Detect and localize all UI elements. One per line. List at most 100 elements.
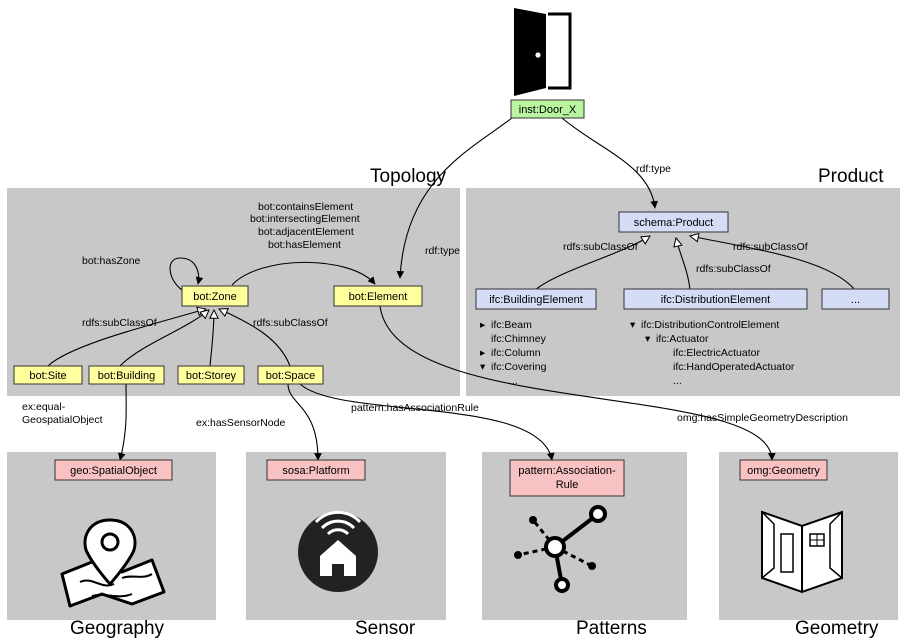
- edge-label-intersecting-element: bot:intersectingElement: [250, 213, 360, 225]
- section-title-geography: Geography: [70, 618, 165, 639]
- edge-label-rdf-type-element: rdf:type: [425, 245, 460, 257]
- svg-text:...: ...: [509, 375, 518, 387]
- svg-text:ifc:HandOperatedActuator: ifc:HandOperatedActuator: [673, 361, 795, 373]
- room-icon: [761, 510, 843, 594]
- tree-item[interactable]: ...: [509, 375, 518, 387]
- node-product[interactable]: schema:Product: [618, 211, 729, 233]
- node-distribution-element-label: ifc:DistributionElement: [661, 294, 770, 306]
- svg-text:▾: ▾: [645, 333, 651, 345]
- svg-text:ifc:ElectricActuator: ifc:ElectricActuator: [673, 347, 760, 359]
- section-title-topology: Topology: [370, 166, 447, 187]
- node-building[interactable]: bot:Building: [88, 365, 165, 385]
- edge-building-subclass: [119, 310, 209, 367]
- svg-text:▸: ▸: [480, 319, 486, 331]
- edge-label-contains-element: bot:containsElement: [258, 201, 353, 213]
- node-distribution-element[interactable]: ifc:DistributionElement: [623, 288, 808, 310]
- tree-item[interactable]: ▾ ifc:Covering: [480, 361, 547, 373]
- edge-label-has-sensor-node: ex:hasSensorNode: [196, 417, 285, 429]
- node-geometry[interactable]: omg:Geometry: [739, 459, 828, 481]
- edge-label-has-zone: bot:hasZone: [82, 255, 141, 267]
- edge-label-subclass-product-left: rdfs:subClassOf: [563, 241, 638, 253]
- edge-has-association-rule: [299, 383, 555, 461]
- node-spatial-object[interactable]: geo:SpatialObject: [54, 459, 173, 481]
- svg-text:...: ...: [673, 375, 682, 387]
- tree-item[interactable]: ifc:ElectricActuator: [673, 347, 760, 359]
- node-more[interactable]: ...: [821, 288, 890, 310]
- edge-label-adjacent-element: bot:adjacentElement: [258, 226, 354, 238]
- section-title-sensor: Sensor: [355, 618, 416, 639]
- svg-text:▾: ▾: [630, 319, 636, 331]
- svg-text:ifc:Covering: ifc:Covering: [491, 361, 547, 373]
- svg-text:ifc:Beam: ifc:Beam: [491, 319, 532, 331]
- svg-text:ifc:DistributionControlElement: ifc:DistributionControlElement: [641, 319, 779, 331]
- tree-item[interactable]: ▸ ifc:Column: [480, 347, 541, 359]
- svg-text:▸: ▸: [480, 347, 486, 359]
- tree-item[interactable]: ifc:Chimney: [491, 333, 547, 345]
- tree-item[interactable]: ifc:HandOperatedActuator: [673, 361, 795, 373]
- map-pin-icon: [60, 518, 166, 608]
- node-element-label: bot:Element: [349, 291, 408, 303]
- edge-storey-subclass: [210, 310, 214, 367]
- edge-distribution-subclass: [676, 238, 691, 291]
- edge-label-rdf-type-product: rdf:type: [636, 163, 671, 175]
- edge-has-sensor-node: [287, 383, 322, 461]
- tree-item[interactable]: ...: [673, 375, 682, 387]
- node-storey[interactable]: bot:Storey: [177, 365, 245, 385]
- door-icon: [514, 8, 572, 96]
- svg-text:▾: ▾: [480, 361, 486, 373]
- edge-zone-element: [231, 261, 376, 286]
- node-zone-label: bot:Zone: [193, 291, 236, 303]
- node-space-label: bot:Space: [266, 370, 316, 382]
- edge-more-subclass: [690, 236, 856, 291]
- node-site[interactable]: bot:Site: [13, 365, 83, 385]
- edge-door-product: [561, 117, 659, 209]
- node-building-element-label: ifc:BuildingElement: [489, 294, 583, 306]
- section-title-patterns: Patterns: [576, 618, 647, 639]
- node-association-rule[interactable]: pattern:Association- Rule: [509, 459, 625, 497]
- node-association-rule-label-1: pattern:Association-: [518, 465, 616, 477]
- edge-label-has-simple-geometry: omg:hasSimpleGeometryDescription: [677, 412, 848, 424]
- edge-label-equal-geospatial-2: GeospatialObject: [22, 414, 103, 426]
- node-more-label: ...: [851, 294, 860, 306]
- node-platform[interactable]: sosa:Platform: [266, 459, 366, 481]
- node-element[interactable]: bot:Element: [333, 285, 423, 307]
- svg-text:ifc:Column: ifc:Column: [491, 347, 541, 359]
- edge-has-simple-geometry: [379, 305, 776, 461]
- node-storey-label: bot:Storey: [186, 370, 237, 382]
- edge-space-subclass: [219, 309, 291, 367]
- edge-site-subclass: [47, 309, 206, 367]
- edge-label-subclass-product-mid: rdfs:subClassOf: [696, 263, 771, 275]
- edge-equal-geospatial: [118, 383, 127, 461]
- tree-item[interactable]: ▾ ifc:DistributionControlElement: [630, 319, 779, 331]
- node-geometry-label: omg:Geometry: [747, 465, 820, 477]
- edge-label-has-association-rule: pattern:hasAssociationRule: [351, 402, 479, 414]
- section-title-product: Product: [818, 166, 884, 187]
- tree-item[interactable]: ▾ ifc:Actuator: [645, 333, 709, 345]
- smart-home-icon: [298, 510, 378, 592]
- node-product-label: schema:Product: [634, 217, 713, 229]
- node-building-label: bot:Building: [98, 370, 156, 382]
- edge-label-subclass-left: rdfs:subClassOf: [82, 317, 157, 329]
- building-element-tree: ▸ ifc:Beam ifc:Chimney ▸ ifc:Column ▾ ifc:C…: [480, 319, 547, 387]
- node-platform-label: sosa:Platform: [282, 465, 349, 477]
- edge-label-subclass-right: rdfs:subClassOf: [253, 317, 328, 329]
- network-graph-icon: [514, 505, 607, 593]
- tree-item[interactable]: ▸ ifc:Beam: [480, 319, 532, 331]
- node-association-rule-label-2: Rule: [556, 479, 579, 491]
- node-door-label: inst:Door_X: [519, 104, 577, 116]
- edge-label-subclass-product-right: rdfs:subClassOf: [733, 241, 808, 253]
- edge-has-zone: [169, 257, 204, 291]
- node-space[interactable]: bot:Space: [257, 365, 324, 385]
- section-title-geometry: Geometry: [795, 618, 879, 639]
- node-door[interactable]: inst:Door_X: [510, 99, 585, 119]
- node-zone[interactable]: bot:Zone: [181, 285, 249, 307]
- distribution-tree: ▾ ifc:DistributionControlElement ▾ ifc:Act…: [630, 319, 795, 387]
- node-spatial-object-label: geo:SpatialObject: [70, 465, 157, 477]
- edge-door-element: [396, 117, 513, 279]
- svg-text:ifc:Chimney: ifc:Chimney: [491, 333, 547, 345]
- svg-text:ifc:Actuator: ifc:Actuator: [656, 333, 709, 345]
- edge-label-has-element: bot:hasElement: [268, 239, 341, 251]
- node-building-element[interactable]: ifc:BuildingElement: [475, 288, 597, 310]
- edge-label-equal-geospatial-1: ex:equal-: [22, 401, 66, 413]
